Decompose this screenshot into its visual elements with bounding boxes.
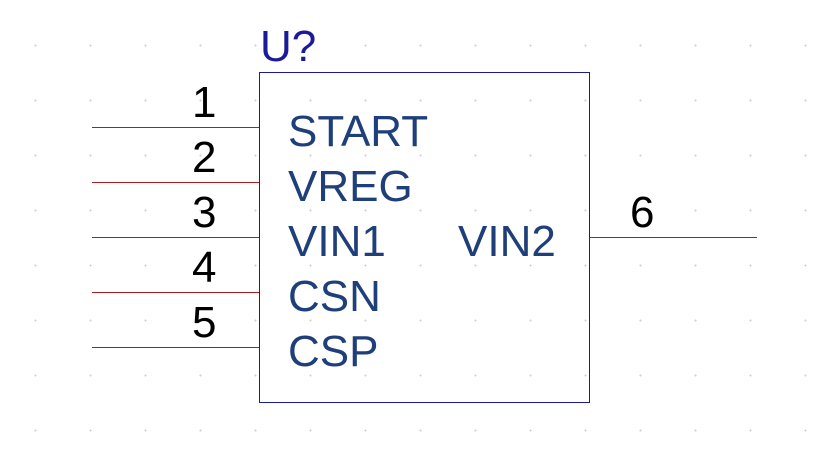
pin-1-name: START <box>288 107 429 156</box>
pin-6-number: 6 <box>630 188 655 237</box>
pin-6-wire[interactable] <box>590 237 757 238</box>
pin-1-wire[interactable] <box>92 127 259 128</box>
pin-4-wire[interactable] <box>92 292 259 293</box>
reference-designator: U? <box>260 22 317 71</box>
pin-3-name: VIN1 <box>288 217 386 266</box>
pin-5-number: 5 <box>192 298 217 347</box>
pin-2-wire[interactable] <box>92 182 259 183</box>
component-body[interactable] <box>259 72 590 403</box>
pin-4-name: CSN <box>288 272 381 321</box>
pin-3-number: 3 <box>192 188 217 237</box>
pin-5-name: CSP <box>288 327 379 376</box>
pin-5-wire[interactable] <box>92 347 259 348</box>
pin-2-name: VREG <box>288 162 413 211</box>
pin-4-number: 4 <box>192 243 217 292</box>
pin-6-name: VIN2 <box>458 217 556 266</box>
pin-3-wire[interactable] <box>92 237 259 238</box>
pin-2-number: 2 <box>192 133 217 182</box>
pin-1-number: 1 <box>192 78 217 127</box>
